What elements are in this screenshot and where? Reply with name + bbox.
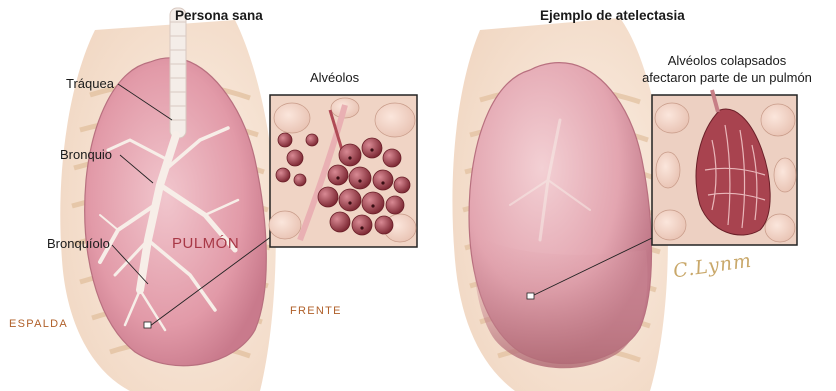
- alveoli-zoom-box: [269, 95, 417, 247]
- collapsed-alveoli-zoom-box: [652, 90, 797, 245]
- trachea-tube: [170, 8, 186, 138]
- bronchiole-label: Bronquíolo: [47, 236, 110, 251]
- healthy-title: Persona sana: [175, 8, 263, 23]
- alveoli-label: Alvéolos: [310, 70, 359, 85]
- back-orientation-label: ESPALDA: [9, 318, 68, 330]
- front-orientation-label: FRENTE: [290, 305, 342, 317]
- collapse-source-marker: [527, 293, 534, 299]
- alveoli-source-marker: [144, 322, 151, 328]
- lung-label: PULMÓN: [172, 235, 239, 252]
- atelectasis-title: Ejemplo de atelectasia: [540, 8, 685, 23]
- healthy-torso: [60, 8, 276, 391]
- collapsed-alveoli-label-line2: afectaron parte de un pulmón: [622, 70, 832, 85]
- bronchus-label: Bronquio: [60, 147, 112, 162]
- trachea-label: Tráquea: [66, 76, 114, 91]
- collapsed-alveoli-label-line1: Alvéolos colapsados: [647, 53, 807, 68]
